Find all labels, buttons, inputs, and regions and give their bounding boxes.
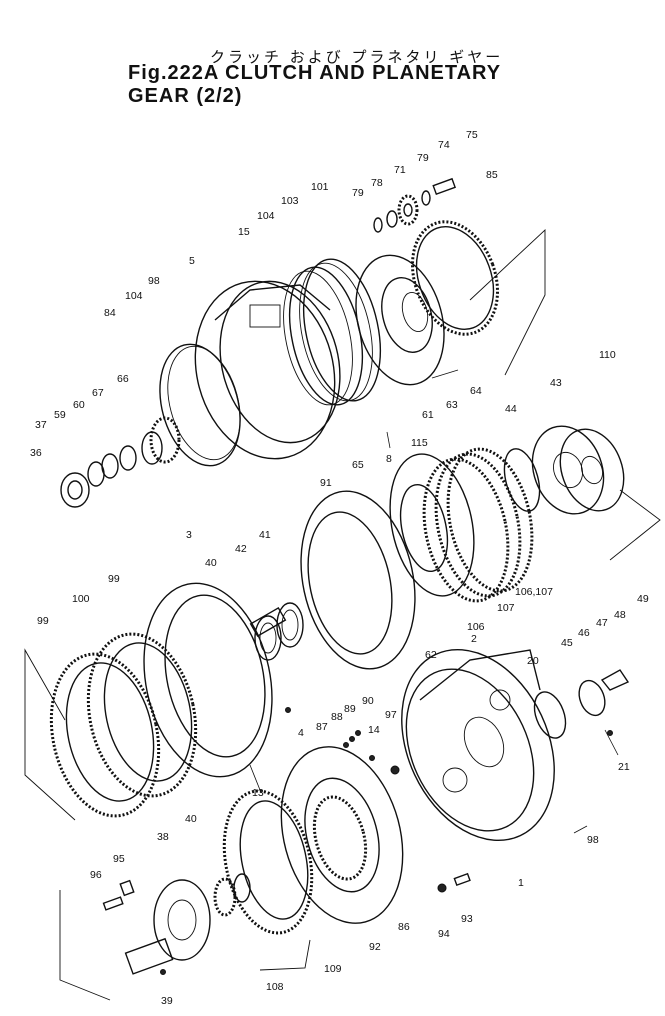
callout-62: 62 [425, 649, 437, 661]
part-109-108-ring-gear [222, 789, 314, 971]
callout-88: 88 [331, 711, 343, 723]
callout-14: 14 [368, 724, 380, 736]
part-84-snap-ring [159, 343, 241, 467]
part-45-46-47-48-49-fittings [533, 669, 630, 756]
part-66-gear-shaft [60, 416, 181, 508]
callout-90: 90 [362, 695, 374, 707]
callout-49: 49 [637, 593, 649, 605]
callout-109: 109 [324, 963, 342, 975]
part-71-planet-gear [373, 177, 457, 233]
callout-41: 41 [259, 529, 271, 541]
part-86-92-carrier [280, 746, 404, 924]
callout-60: 60 [73, 399, 85, 411]
callout-46: 46 [578, 627, 590, 639]
callout-115: 115 [411, 437, 428, 449]
callout-63: 63 [446, 399, 458, 411]
callout-65: 65 [352, 459, 364, 471]
callout-74: 74 [438, 139, 450, 151]
callout-97: 97 [385, 709, 397, 721]
callout-64: 64 [470, 385, 482, 397]
callout-98b: 98 [587, 834, 599, 846]
callout-40b: 40 [185, 813, 197, 825]
callout-93: 93 [461, 913, 473, 925]
callout-85: 85 [486, 169, 498, 181]
callout-67: 67 [92, 387, 104, 399]
part-101-103-104-rings [283, 258, 381, 406]
callout-86: 86 [398, 921, 410, 933]
diagram-title-japanese: クラッチ および プラネタリ ギヤー [210, 48, 504, 66]
diagram-title: Fig.222A CLUTCH AND PLANETARY GEAR (2/2) [128, 62, 501, 107]
part-99-100-friction-rings [24, 632, 198, 821]
part-38-output-shaft [59, 873, 251, 1001]
callout-91: 91 [320, 477, 332, 489]
callout-21: 21 [618, 761, 630, 773]
callout-104: 104 [257, 210, 275, 222]
part-95-96-93-94-bolts [102, 707, 588, 975]
callout-108: 108 [266, 981, 284, 993]
callout-79b: 79 [352, 187, 364, 199]
callout-87: 87 [316, 721, 328, 733]
callout-59: 59 [54, 409, 66, 421]
part-3-ring-plate [143, 582, 273, 791]
callout-96: 96 [90, 869, 102, 881]
callout-99: 99 [108, 573, 120, 585]
callout-95: 95 [113, 853, 125, 865]
callout-4: 4 [298, 727, 304, 739]
part-1-main-housing [401, 648, 555, 842]
callout-48: 48 [614, 609, 626, 621]
part-44-snap-ring [503, 448, 541, 512]
callout-110: 110 [599, 349, 616, 361]
callout-43: 43 [550, 377, 562, 389]
callout-107: 107 [497, 602, 515, 614]
callout-39: 39 [161, 995, 173, 1007]
callout-103: 103 [281, 195, 299, 207]
callout-5: 5 [189, 255, 195, 267]
callout-75: 75 [466, 129, 478, 141]
callout-61: 61 [422, 409, 434, 421]
callout-13: 13 [252, 787, 264, 799]
callout-106-107: 106,107 [515, 586, 553, 598]
callout-98: 98 [148, 275, 160, 287]
callout-71: 71 [394, 164, 406, 176]
callout-20: 20 [527, 655, 539, 667]
part-110-43-discs [531, 425, 661, 561]
callout-99b: 99 [37, 615, 49, 627]
callout-45: 45 [561, 637, 573, 649]
callout-104b: 104 [125, 290, 143, 302]
callout-38: 38 [157, 831, 169, 843]
callout-42: 42 [235, 543, 247, 555]
callout-37: 37 [35, 419, 47, 431]
callout-40: 40 [205, 557, 217, 569]
callout-94: 94 [438, 928, 450, 940]
callout-92: 92 [369, 941, 381, 953]
callout-8: 8 [386, 453, 392, 465]
callout-89: 89 [344, 703, 356, 715]
part-91-ring [300, 490, 416, 670]
callout-106: 106 [467, 621, 485, 633]
callout-44: 44 [505, 403, 517, 415]
callout-79: 79 [417, 152, 429, 164]
callout-101: 101 [311, 181, 329, 193]
callout-3: 3 [186, 529, 192, 541]
callout-84: 84 [104, 307, 116, 319]
callout-100: 100 [72, 593, 90, 605]
callout-66: 66 [117, 373, 129, 385]
part-5-clutch-housing [194, 280, 341, 460]
part-106-107-clutch-plates [422, 447, 534, 603]
callout-78: 78 [371, 177, 383, 189]
callout-15: 15 [238, 226, 250, 238]
callout-1: 1 [518, 877, 524, 889]
callout-2: 2 [471, 633, 477, 645]
part-115-piston [389, 453, 475, 597]
callout-36: 36 [30, 447, 42, 459]
callout-47: 47 [596, 617, 608, 629]
